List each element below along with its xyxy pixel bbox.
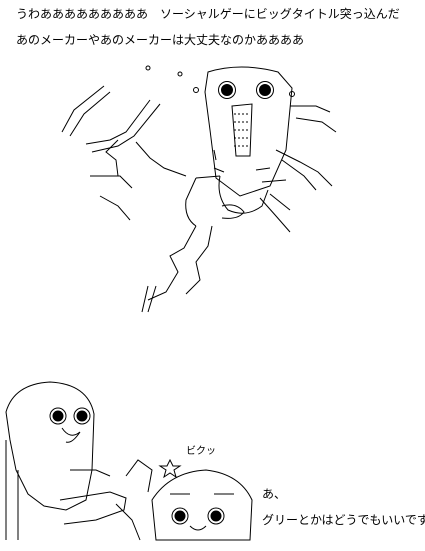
- narration-line-2: あのメーカーやあのメーカーは大丈夫なのかああああ: [16, 33, 305, 47]
- reply-line-1: あ、: [262, 487, 287, 501]
- round-figure: [151, 458, 253, 541]
- tall-figure: [5, 381, 153, 541]
- reply-line-2: グリーとかはどうでもいいです: [262, 513, 425, 527]
- sound-effect: ビクッ: [186, 446, 216, 457]
- flailing-figure: [61, 65, 337, 313]
- narration-line-1: うわあああああああああ ソーシャルゲーにビッグタイトル突っ込んだ: [16, 7, 400, 21]
